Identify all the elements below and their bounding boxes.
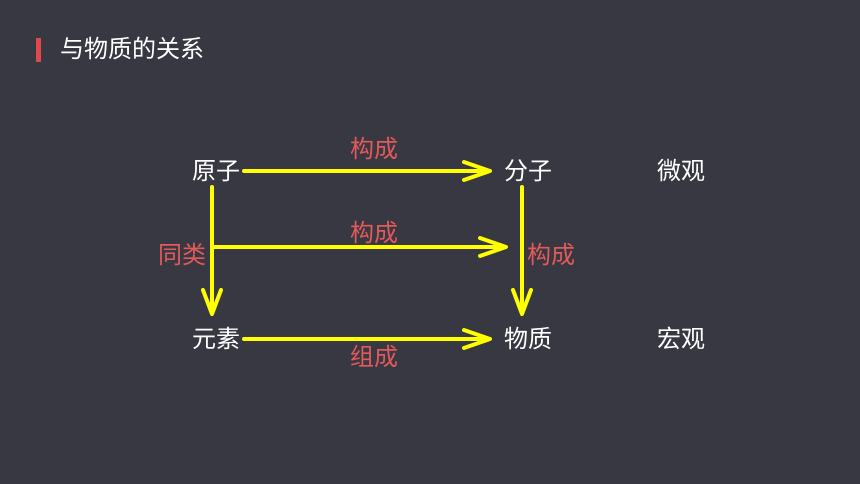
- arrowhead-molecule-to-substance: [511, 288, 533, 316]
- label-atom-to-molecule: 构成: [350, 135, 398, 163]
- node-substance: 物质: [504, 325, 552, 353]
- title-accent-bar: [36, 38, 41, 62]
- label-element-to-substance: 组成: [350, 343, 398, 371]
- level-micro: 微观: [657, 157, 705, 185]
- level-macro: 宏观: [657, 325, 705, 353]
- arrowhead-atom-to-molecule: [462, 160, 492, 182]
- arrowhead-middle: [478, 236, 508, 258]
- node-element: 元素: [192, 325, 240, 353]
- label-middle: 构成: [350, 219, 398, 247]
- label-molecule-to-substance: 构成: [527, 241, 575, 269]
- label-atom-to-element: 同类: [158, 241, 206, 269]
- page-title: 与物质的关系: [60, 35, 204, 63]
- arrowhead-atom-to-element: [201, 288, 223, 316]
- node-atom: 原子: [192, 157, 240, 185]
- node-molecule: 分子: [504, 157, 552, 185]
- arrowhead-element-to-substance: [462, 328, 492, 350]
